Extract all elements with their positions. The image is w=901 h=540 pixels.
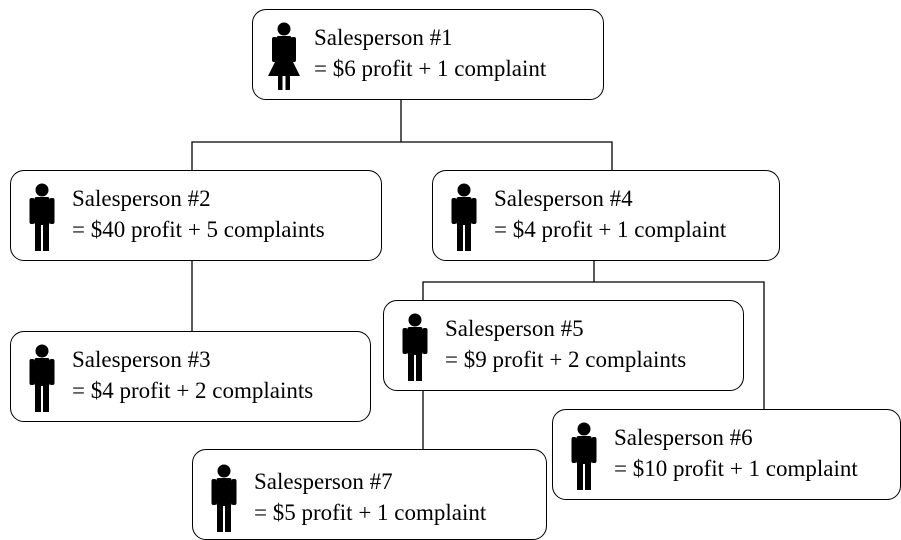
node-detail: = $4 profit + 1 complaint <box>494 217 727 242</box>
node-detail: = $40 profit + 5 complaints <box>72 217 325 242</box>
male-person-icon <box>451 183 477 251</box>
salesperson-node-2: Salesperson #2 = $40 profit + 5 complain… <box>10 170 382 261</box>
salesperson-node-3: Salesperson #3 = $4 profit + 2 complaint… <box>10 331 371 422</box>
node-title: Salesperson #4 <box>494 186 633 211</box>
node-detail: = $5 profit + 1 complaint <box>254 500 487 525</box>
female-person-icon <box>268 22 300 90</box>
node-title: Salesperson #1 <box>314 25 453 50</box>
salesperson-node-1: Salesperson #1 = $6 profit + 1 complaint <box>252 9 604 100</box>
salesperson-node-4: Salesperson #4 = $4 profit + 1 complaint <box>432 170 780 261</box>
male-person-icon <box>29 183 55 251</box>
male-person-icon <box>211 464 237 532</box>
node-title: Salesperson #5 <box>445 316 584 341</box>
salesperson-node-6: Salesperson #6 = $10 profit + 1 complain… <box>552 409 901 500</box>
node-detail: = $9 profit + 2 complaints <box>445 347 687 372</box>
male-person-icon <box>402 313 428 381</box>
male-person-icon <box>29 344 55 412</box>
edge-n4-n5 <box>422 281 765 409</box>
node-detail: = $6 profit + 1 complaint <box>314 56 547 81</box>
edge-n1-n2 <box>191 141 613 170</box>
node-title: Salesperson #2 <box>72 186 211 211</box>
node-detail: = $10 profit + 1 complaint <box>614 456 858 481</box>
male-person-icon <box>571 422 597 490</box>
salesperson-node-5: Salesperson #5 = $9 profit + 2 complaint… <box>383 300 744 391</box>
node-title: Salesperson #6 <box>614 425 753 450</box>
node-title: Salesperson #7 <box>254 469 393 494</box>
salesperson-node-7: Salesperson #7 = $5 profit + 1 complaint <box>192 449 547 540</box>
node-detail: = $4 profit + 2 complaints <box>72 378 314 403</box>
node-title: Salesperson #3 <box>72 347 211 372</box>
